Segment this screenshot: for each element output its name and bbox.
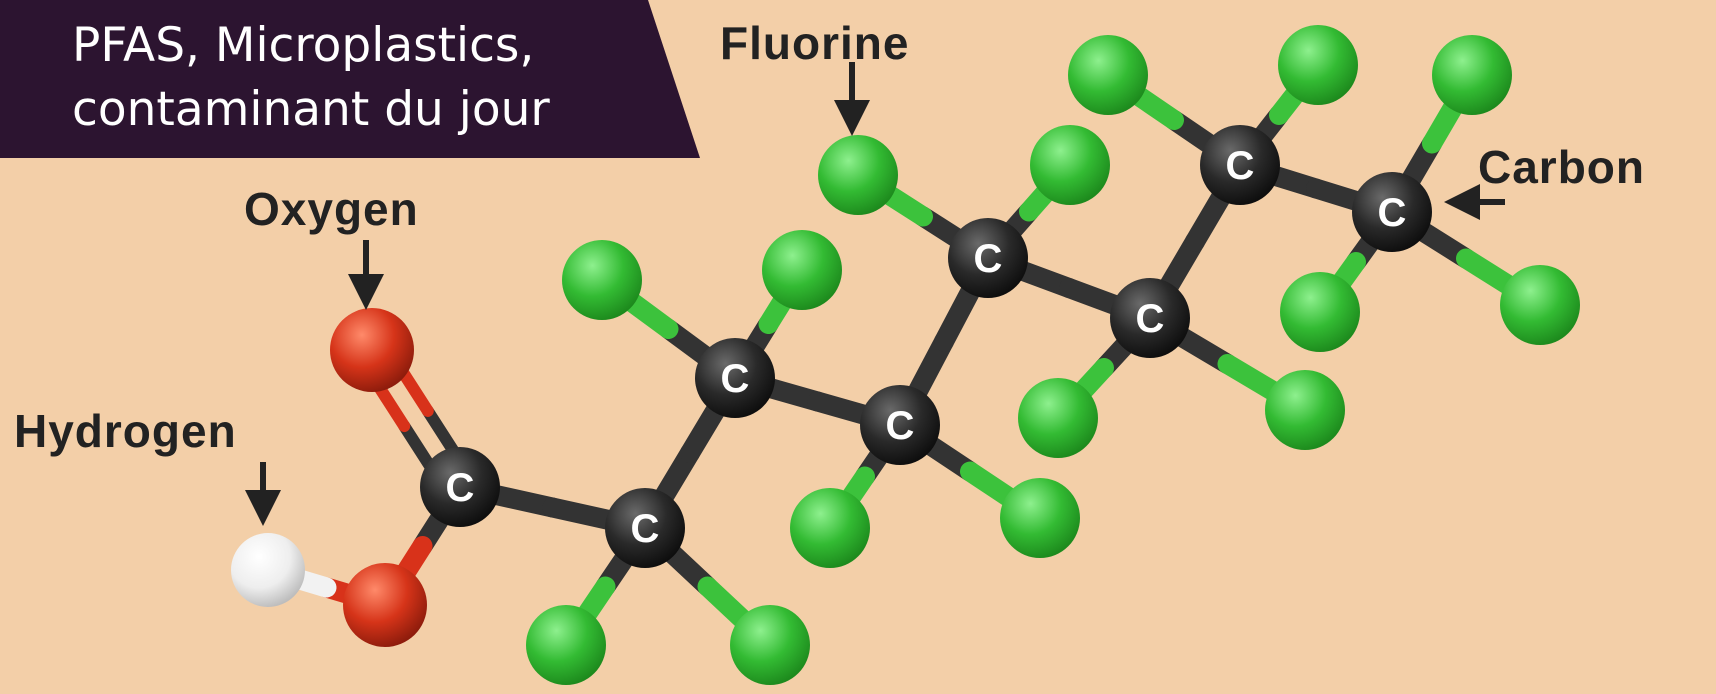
page-title: PFAS, Microplastics, contaminant du jour	[72, 14, 692, 142]
title-line-2: contaminant du jour	[72, 82, 550, 137]
atom-c1	[420, 447, 500, 527]
atom-f12	[1265, 370, 1345, 450]
atom-f6	[1030, 125, 1110, 205]
atom-o2	[343, 563, 427, 647]
atom-f7	[790, 488, 870, 568]
atom-c4	[860, 385, 940, 465]
atom-c8	[1352, 172, 1432, 252]
arrows-layer	[245, 62, 1505, 526]
atom-symbol-c7: C	[1226, 144, 1255, 188]
carbon-label: Carbon	[1478, 141, 1645, 193]
atom-symbol-c1: C	[446, 466, 475, 510]
atom-o1	[330, 308, 414, 392]
atom-c3	[695, 338, 775, 418]
atom-c6	[1110, 278, 1190, 358]
atom-f15	[1500, 265, 1580, 345]
atom-symbol-c2: C	[631, 507, 660, 551]
atom-symbol-c5: C	[974, 237, 1003, 281]
atom-f1	[562, 240, 642, 320]
title-line-1: PFAS, Microplastics,	[72, 18, 535, 73]
fluorine-label: Fluorine	[720, 17, 910, 69]
atom-f2	[762, 230, 842, 310]
atom-f13	[1432, 35, 1512, 115]
atom-f4	[730, 605, 810, 685]
atom-symbol-c6: C	[1136, 297, 1165, 341]
atom-f11	[1018, 378, 1098, 458]
atoms-layer: C C C C C C C C	[231, 25, 1580, 685]
hydrogen-label: Hydrogen	[14, 405, 237, 457]
atom-f5	[818, 135, 898, 215]
atom-c7	[1200, 125, 1280, 205]
atom-f14	[1280, 272, 1360, 352]
atom-c5	[948, 218, 1028, 298]
atom-symbol-c3: C	[721, 357, 750, 401]
atom-symbol-c4: C	[886, 404, 915, 448]
oxygen-label: Oxygen	[244, 183, 419, 235]
atom-f8	[1000, 478, 1080, 558]
atom-symbol-c8: C	[1378, 191, 1407, 235]
atom-f10	[1278, 25, 1358, 105]
atom-f3	[526, 605, 606, 685]
atom-c2	[605, 488, 685, 568]
atom-h1	[231, 533, 305, 607]
title-banner: PFAS, Microplastics, contaminant du jour	[0, 0, 700, 158]
atom-f9	[1068, 35, 1148, 115]
